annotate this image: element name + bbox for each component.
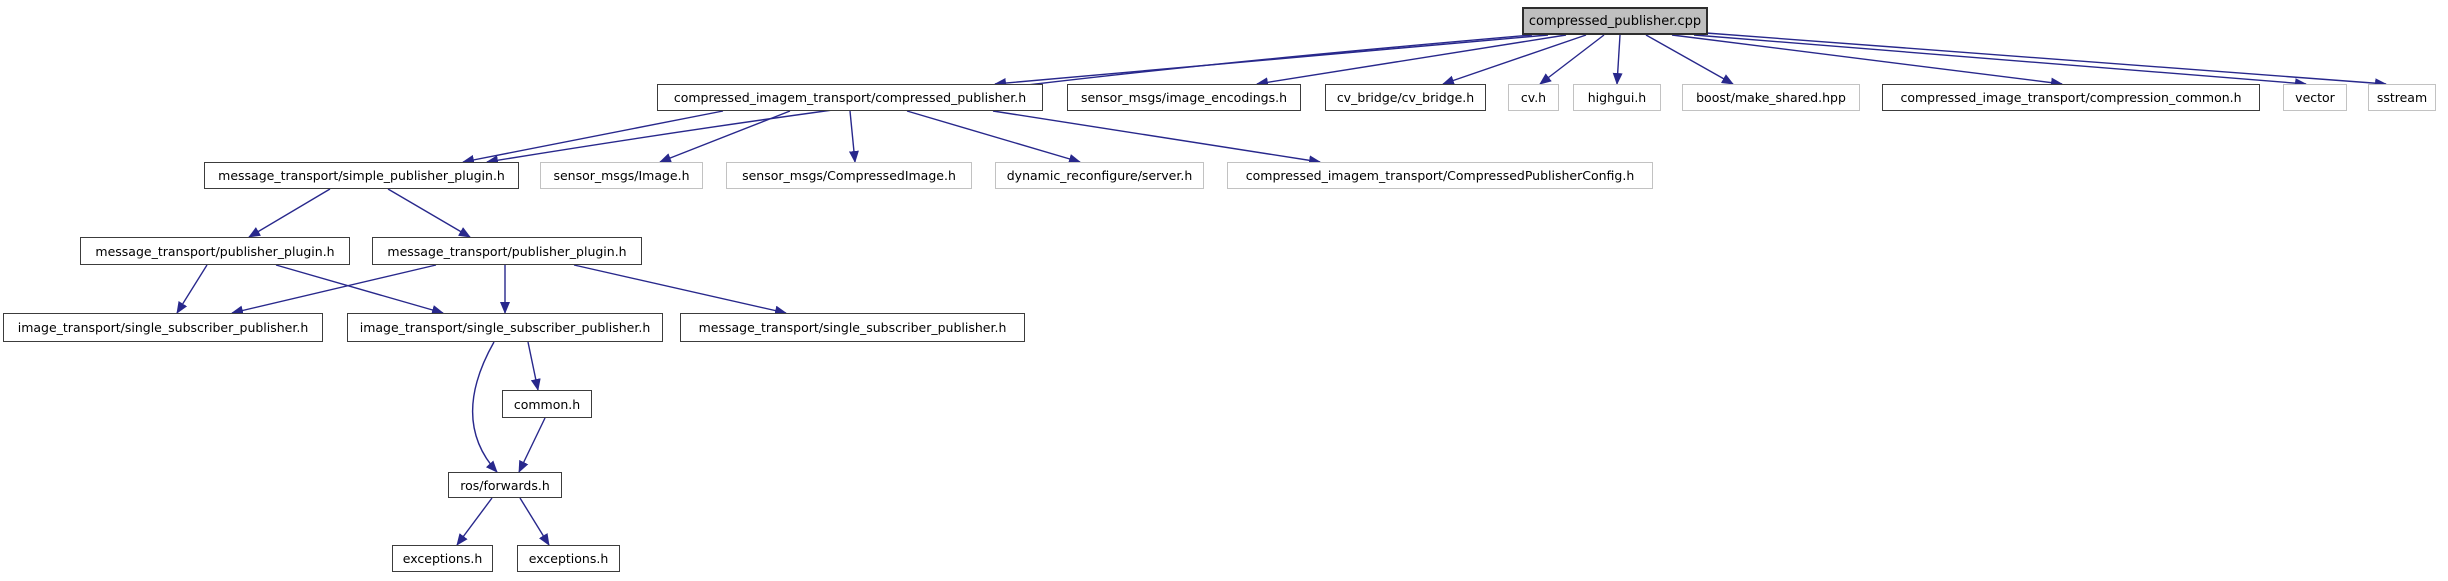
graph-node-fwd[interactable]: ros/forwards.h xyxy=(448,472,562,498)
graph-node-pp2[interactable]: message_transport/publisher_plugin.h xyxy=(372,237,642,265)
edge-fwd-to-exc1 xyxy=(456,497,493,546)
graph-node-cih[interactable]: compressed_imagem_transport/compressed_p… xyxy=(657,84,1043,111)
graph-node-cvb[interactable]: cv_bridge/cv_bridge.h xyxy=(1325,84,1486,111)
edge-cih-to-cfg xyxy=(992,110,1321,166)
edge-cpp-to-ccm xyxy=(1671,34,2063,88)
graph-node-ccm[interactable]: compressed_image_transport/compression_c… xyxy=(1882,84,2260,111)
graph-node-spp[interactable]: message_transport/simple_publisher_plugi… xyxy=(204,162,519,189)
edge-issp2-to-fwd xyxy=(471,341,498,473)
edge-cpp-to-enc xyxy=(1256,34,1567,88)
graph-node-exc2[interactable]: exceptions.h xyxy=(517,545,620,572)
graph-node-exc1[interactable]: exceptions.h xyxy=(392,545,493,572)
graph-node-hg: highgui.h xyxy=(1573,84,1661,111)
graph-node-boost: boost/make_shared.hpp xyxy=(1682,84,1860,111)
graph-node-cvh: cv.h xyxy=(1508,84,1559,111)
edge-fwd-to-exc2 xyxy=(519,497,550,546)
edge-pp2-to-issp1 xyxy=(231,264,437,316)
graph-node-sst: sstream xyxy=(2368,84,2436,111)
edge-cpp-to-sst xyxy=(1705,32,2387,89)
graph-node-mssp[interactable]: message_transport/single_subscriber_publ… xyxy=(680,313,1025,342)
edge-common-to-fwd xyxy=(518,417,546,473)
edge-pp1-to-issp2 xyxy=(275,264,444,315)
graph-node-dyn: dynamic_reconfigure/server.h xyxy=(995,162,1204,189)
edge-cih-to-dyn xyxy=(906,110,1081,164)
graph-node-issp2[interactable]: image_transport/single_subscriber_publis… xyxy=(347,313,663,342)
graph-node-cpp[interactable]: compressed_publisher.cpp xyxy=(1522,7,1708,35)
graph-node-img: sensor_msgs/Image.h xyxy=(540,162,703,189)
edge-spp-to-pp1 xyxy=(248,188,331,238)
edge-cpp-to-vec xyxy=(1693,34,2307,89)
edge-cpp-to-cvb xyxy=(1442,34,1587,86)
graph-node-common[interactable]: common.h xyxy=(502,390,592,418)
graph-node-pp1[interactable]: message_transport/publisher_plugin.h xyxy=(80,237,350,265)
edge-cpp-to-cvh xyxy=(1539,34,1605,85)
graph-node-enc[interactable]: sensor_msgs/image_encodings.h xyxy=(1067,84,1301,111)
edge-cih-to-cimg xyxy=(848,110,859,163)
graph-node-issp1[interactable]: image_transport/single_subscriber_publis… xyxy=(3,313,323,342)
edge-cih-to-img xyxy=(659,110,791,163)
edge-pp1-to-issp1 xyxy=(176,264,208,314)
graph-node-vec: vector xyxy=(2283,84,2347,111)
edge-cih-to-spp xyxy=(462,110,724,165)
edge-pp2-to-mssp xyxy=(573,264,787,316)
graph-node-cfg: compressed_imagem_transport/CompressedPu… xyxy=(1227,162,1653,189)
edge-cpp-to-boost xyxy=(1645,34,1734,85)
edge-cpp-to-hg xyxy=(1612,34,1623,85)
edge-spp-to-pp2 xyxy=(387,188,471,238)
edge-issp2-to-common xyxy=(527,341,541,391)
graph-node-cimg: sensor_msgs/CompressedImage.h xyxy=(726,162,972,189)
